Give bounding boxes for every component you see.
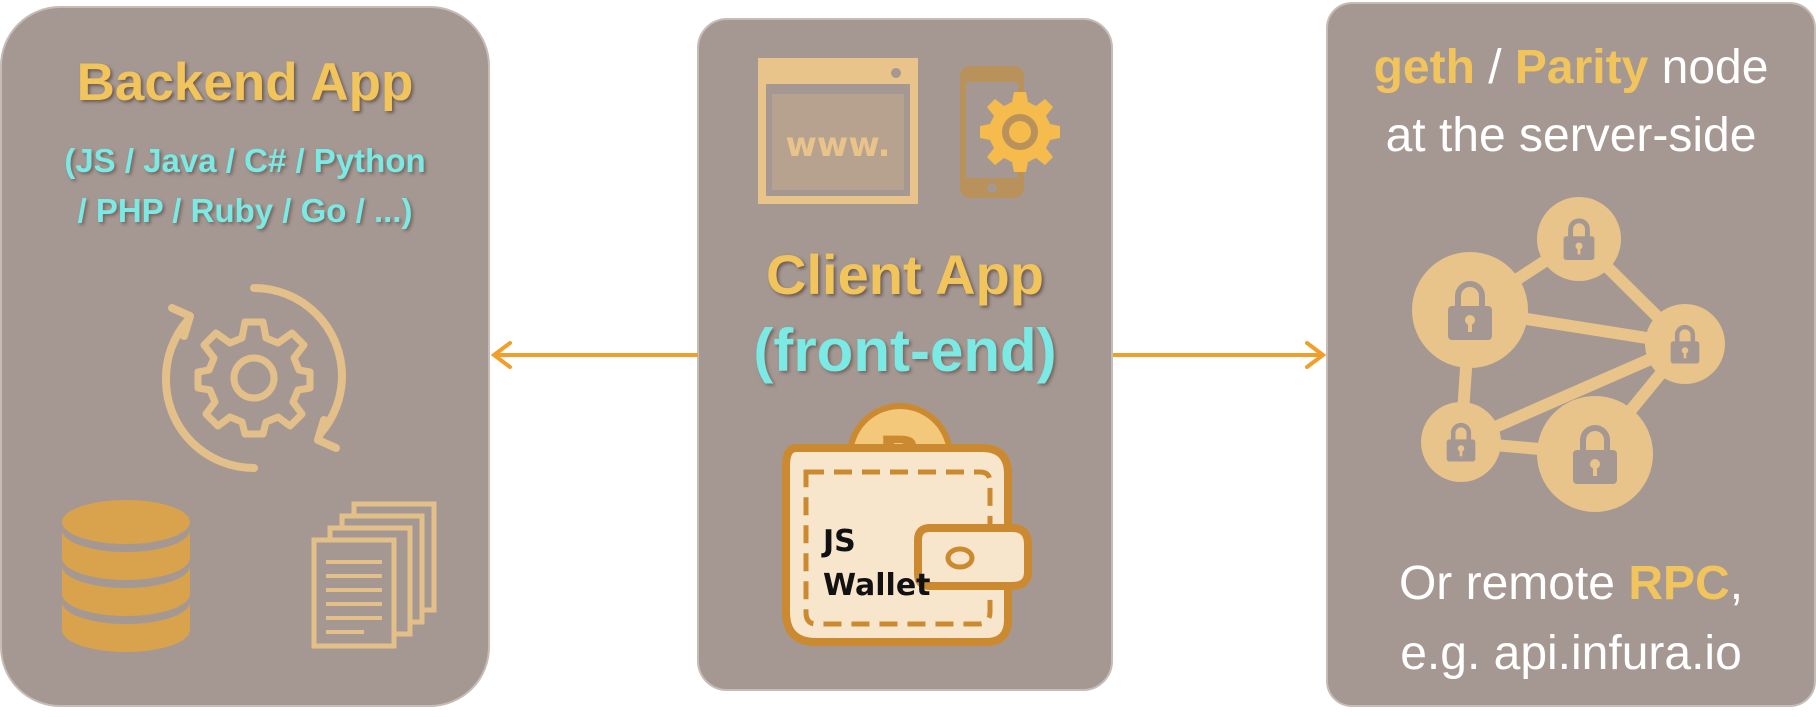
lock-icon xyxy=(1448,281,1492,340)
rpc-suffix: , xyxy=(1729,557,1744,610)
lock-icon xyxy=(1670,324,1700,364)
browser-url-text: www. xyxy=(786,125,891,165)
rpc-prefix: Or remote xyxy=(1398,557,1629,610)
rpc-line-1: Or remote RPC, xyxy=(1328,556,1814,611)
lock-icon xyxy=(1573,425,1617,484)
backend-languages-line-1: (JS / Java / C# / Python xyxy=(64,142,426,179)
client-title: Client App xyxy=(766,243,1044,306)
mobile-settings-icon xyxy=(960,66,1060,198)
parity-label: Parity xyxy=(1514,41,1649,94)
node-panel: geth / Parity node at the server-side Or… xyxy=(1326,2,1816,707)
lock-icon xyxy=(1563,218,1595,260)
node-heading-line-2: at the server-side xyxy=(1385,109,1757,162)
arrow-to-backend xyxy=(490,341,698,369)
backend-title: Backend App xyxy=(76,53,414,112)
wallet-label-line-1: JS xyxy=(823,524,856,559)
rpc-label: RPC xyxy=(1628,557,1730,610)
rpc-line-2: e.g. api.infura.io xyxy=(1400,627,1742,680)
geth-label: geth xyxy=(1373,41,1475,94)
sync-gear-icon xyxy=(161,284,347,472)
node-separator: / xyxy=(1474,41,1515,94)
backend-languages-line-2: / PHP / Ruby / Go / ...) xyxy=(77,192,413,229)
node-word: node xyxy=(1648,41,1769,94)
arrow-to-node xyxy=(1113,341,1327,369)
blockchain-network-icon xyxy=(1412,197,1725,512)
database-icon xyxy=(62,500,190,652)
documents-icon xyxy=(311,501,437,649)
client-subtitle: (front-end) xyxy=(753,317,1057,384)
browser-window-icon: www. xyxy=(758,58,918,204)
node-heading-line-1: geth / Parity node xyxy=(1328,40,1814,95)
wallet-label-line-2: Wallet xyxy=(823,568,931,603)
lock-icon xyxy=(1446,422,1476,462)
wallet-icon: B xyxy=(782,403,1032,646)
